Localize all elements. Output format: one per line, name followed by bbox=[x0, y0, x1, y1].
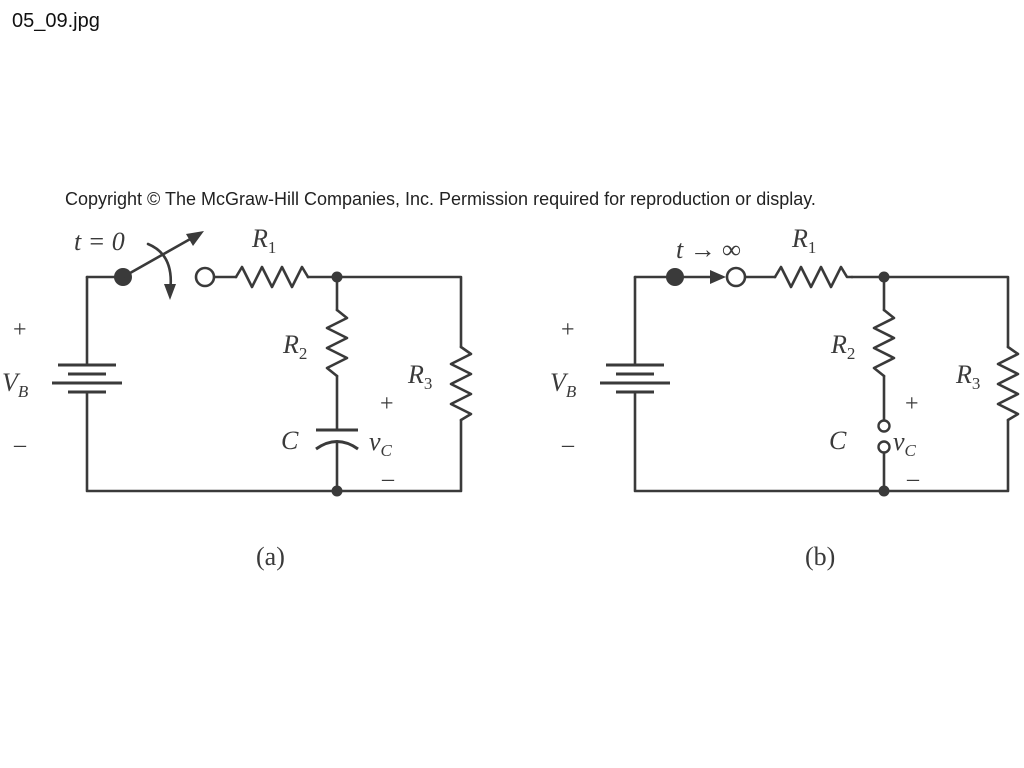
label-a-r3: R3 bbox=[407, 360, 432, 393]
label-b-vc: vC bbox=[893, 427, 917, 460]
junction-a-bottom bbox=[331, 485, 343, 497]
label-a-vc: vC bbox=[369, 427, 393, 460]
resistor-b-r3 bbox=[996, 345, 1020, 422]
switch-label-a: t = 0 bbox=[74, 227, 125, 256]
resistor-b-r2 bbox=[872, 308, 896, 378]
file-name: 05_09.jpg bbox=[12, 10, 100, 32]
label-b-c: C bbox=[829, 426, 847, 455]
source-minus-a: – bbox=[13, 432, 27, 458]
resistor-b-r1 bbox=[773, 265, 854, 289]
junction-b-top bbox=[878, 271, 890, 283]
copyright-notice: Copyright © The McGraw-Hill Companies, I… bbox=[65, 189, 816, 209]
label-b-r3: R3 bbox=[955, 360, 980, 393]
wire-b-left bbox=[633, 275, 1010, 493]
switch-b bbox=[666, 266, 747, 288]
caption-a: (a) bbox=[256, 542, 285, 571]
resistor-a-r3 bbox=[449, 345, 473, 422]
source-minus-b: – bbox=[561, 432, 575, 458]
label-b-vb: VB bbox=[550, 368, 577, 401]
circuit-b: t → ∞ R1 R2 R3 C vC + – + – VB (b) bbox=[550, 224, 1020, 571]
switch-a bbox=[114, 231, 216, 300]
junction-a-top bbox=[331, 271, 343, 283]
resistor-a-r1 bbox=[234, 265, 310, 289]
switch-label-b: t → ∞ bbox=[676, 235, 741, 264]
source-plus-b: + bbox=[561, 317, 575, 343]
label-b-r2: R2 bbox=[830, 330, 855, 363]
label-a-c: C bbox=[281, 426, 299, 455]
vc-plus-a: + bbox=[380, 391, 394, 417]
junction-b-bottom bbox=[878, 485, 890, 497]
source-plus-a: + bbox=[13, 317, 27, 343]
label-a-r1: R1 bbox=[251, 224, 276, 257]
capacitor-open-b bbox=[877, 419, 891, 454]
battery-a bbox=[52, 363, 122, 394]
circuit-a: t = 0 R1 R2 R3 C vC + – + – VB (a) bbox=[2, 224, 473, 571]
wire-a-left bbox=[85, 275, 463, 493]
vc-minus-b: – bbox=[906, 466, 920, 492]
vc-plus-b: + bbox=[905, 391, 919, 417]
resistor-a-r2 bbox=[325, 308, 349, 378]
battery-b bbox=[600, 363, 670, 394]
vc-minus-a: – bbox=[381, 466, 395, 492]
label-a-vb: VB bbox=[2, 368, 29, 401]
caption-b: (b) bbox=[805, 542, 835, 571]
label-b-r1: R1 bbox=[791, 224, 816, 257]
label-a-r2: R2 bbox=[282, 330, 307, 363]
